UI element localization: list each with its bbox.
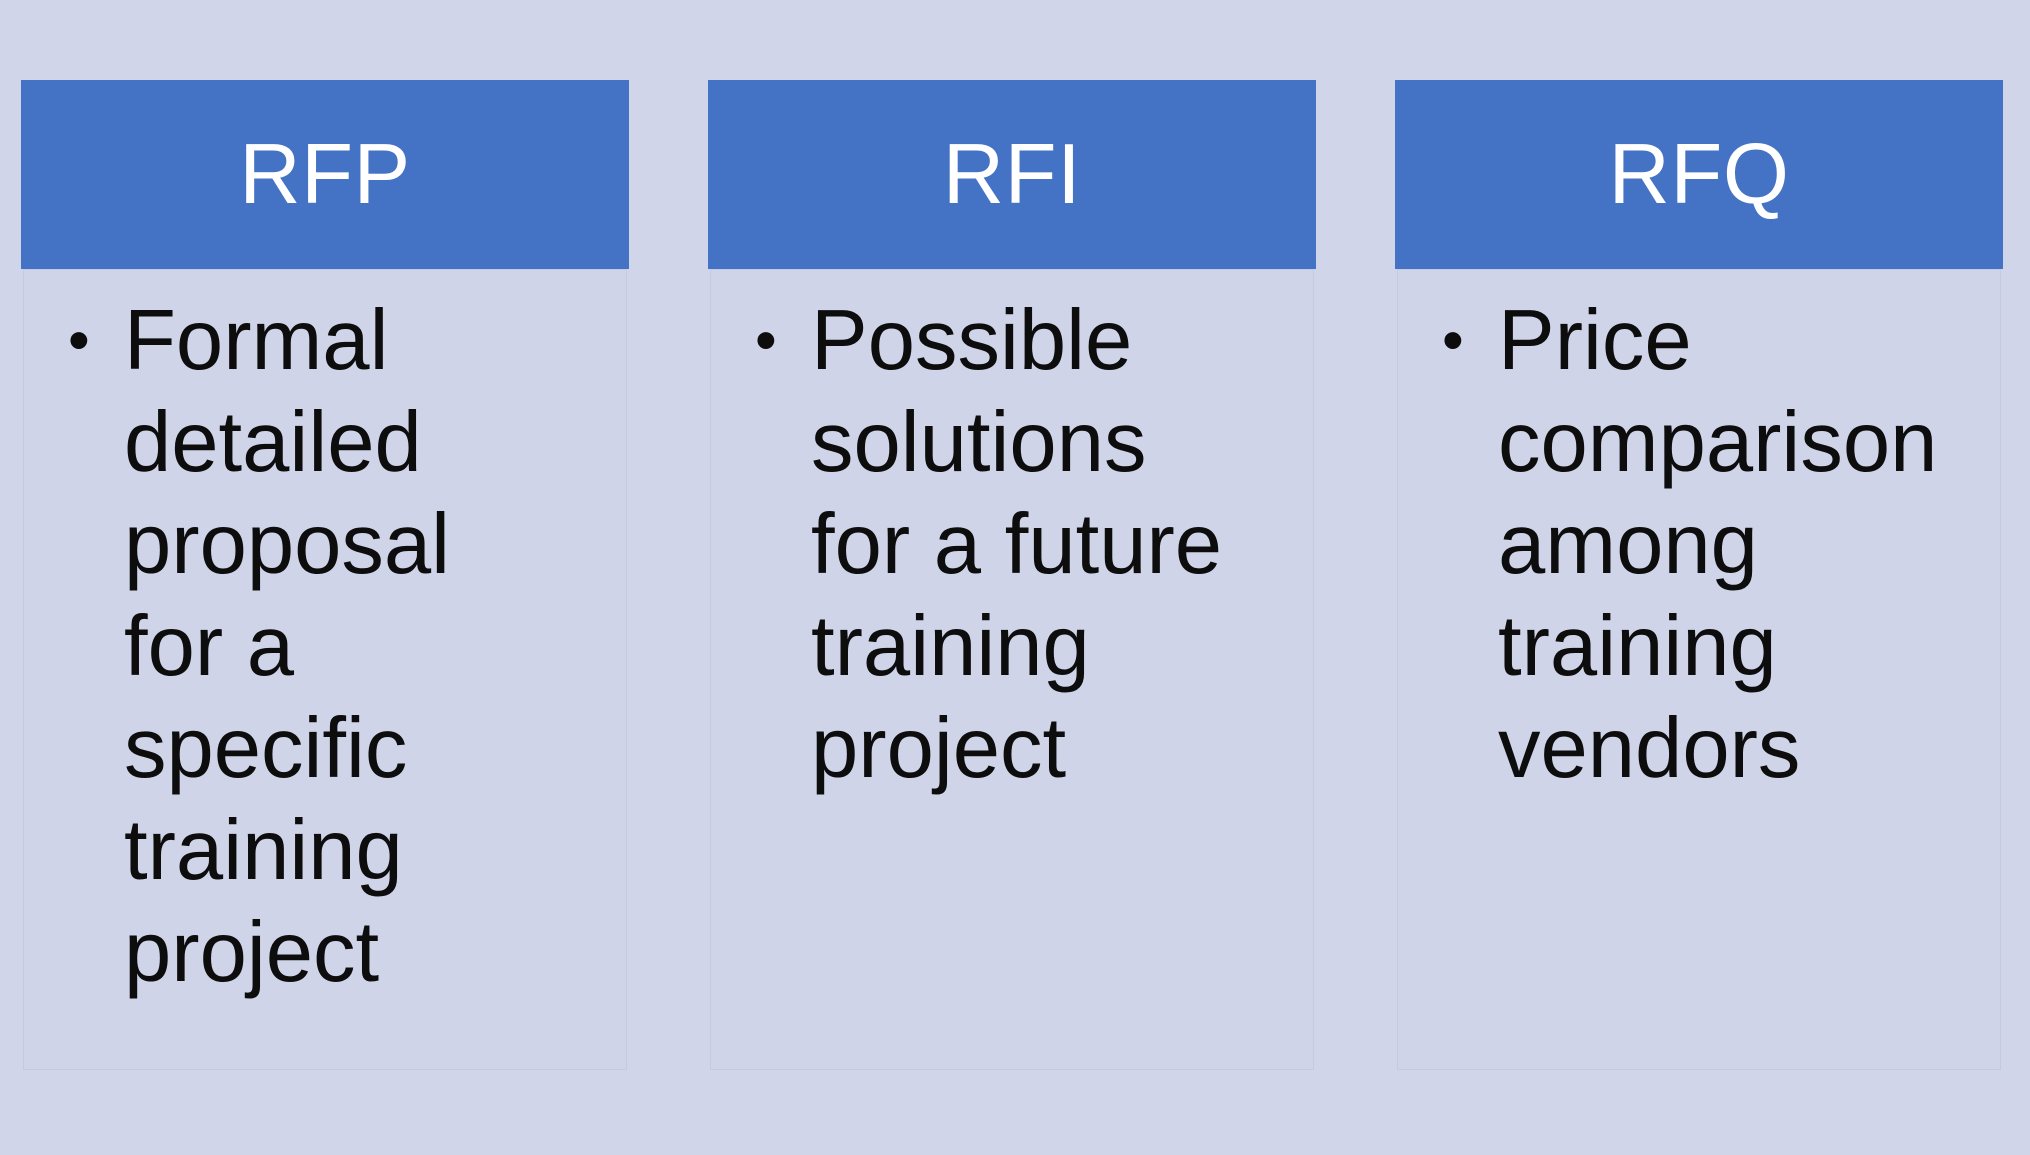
- column-header-rfq: RFQ: [1395, 80, 2003, 269]
- bullet-dot-icon: •: [68, 306, 90, 375]
- bullet-dot-icon: •: [755, 306, 777, 375]
- column-header-rfq-label: RFQ: [1608, 127, 1790, 222]
- column-header-rfp-label: RFP: [239, 127, 411, 222]
- column-body-rfp: • Formal detailed proposal for a specifi…: [23, 269, 627, 1070]
- bullet-text-rfp: Formal detailed proposal for a specific …: [124, 293, 451, 1000]
- column-header-rfi-label: RFI: [942, 127, 1082, 222]
- column-header-rfi: RFI: [708, 80, 1316, 269]
- bullet-item: • Formal detailed proposal for a specifi…: [64, 290, 610, 1004]
- column-rfi: RFI • Possible solutions for a future tr…: [708, 80, 1316, 1070]
- bullet-item: • Price comparison among training vendor…: [1438, 290, 1984, 800]
- column-rfp: RFP • Formal detailed proposal for a spe…: [21, 80, 629, 1070]
- bullet-item: • Possible solutions for a future traini…: [751, 290, 1297, 800]
- column-rfq: RFQ • Price comparison among training ve…: [1395, 80, 2003, 1070]
- column-body-rfq: • Price comparison among training vendor…: [1397, 269, 2001, 1070]
- bullet-text-rfi: Possible solutions for a future training…: [811, 293, 1223, 796]
- column-header-rfp: RFP: [21, 80, 629, 269]
- column-body-rfi: • Possible solutions for a future traini…: [710, 269, 1314, 1070]
- bullet-dot-icon: •: [1442, 306, 1464, 375]
- bullet-text-rfq: Price comparison among training vendors: [1498, 293, 1938, 796]
